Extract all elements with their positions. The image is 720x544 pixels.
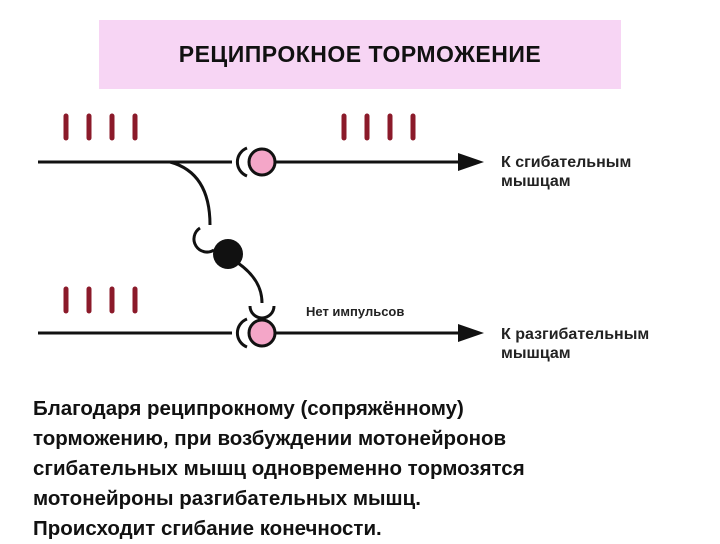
explanation-text: Благодаря реципрокному (сопряжённому) то… [33, 397, 525, 540]
interneuron-axon [237, 261, 264, 304]
synapse-cup-bottom [235, 317, 248, 349]
collateral-branch [169, 160, 212, 226]
flexor-arrowhead [458, 153, 484, 171]
impulse-group-top-right [341, 113, 416, 141]
flexor-label-line1: К сгибательным [501, 154, 632, 171]
motoneuron-extensor [247, 318, 277, 348]
extensor-arrowhead [458, 324, 484, 342]
impulse-group-bottom-left [63, 286, 138, 314]
impulse-group-top-left [63, 113, 138, 141]
no-impulses-label: Нет импульсов [303, 303, 408, 320]
interneuron-terminal [248, 305, 276, 320]
flexor-target-label: К сгибательным мышцам [501, 153, 631, 191]
page-title: РЕЦИПРОКНОЕ ТОРМОЖЕНИЕ [178, 41, 542, 67]
title-box: РЕЦИПРОКНОЕ ТОРМОЖЕНИЕ [99, 20, 621, 89]
extensor-target-label: К разгибательным мышцам [501, 325, 649, 363]
inhibitory-synapse-cup [192, 226, 215, 254]
motoneuron-flexor [247, 147, 277, 177]
synapse-cup-top [235, 146, 248, 178]
flexor-label-line2: мышцам [501, 173, 571, 190]
extensor-label-line1: К разгибательным [501, 326, 650, 343]
inhibitory-interneuron [213, 239, 243, 269]
extensor-label-line2: мышцам [501, 345, 571, 362]
